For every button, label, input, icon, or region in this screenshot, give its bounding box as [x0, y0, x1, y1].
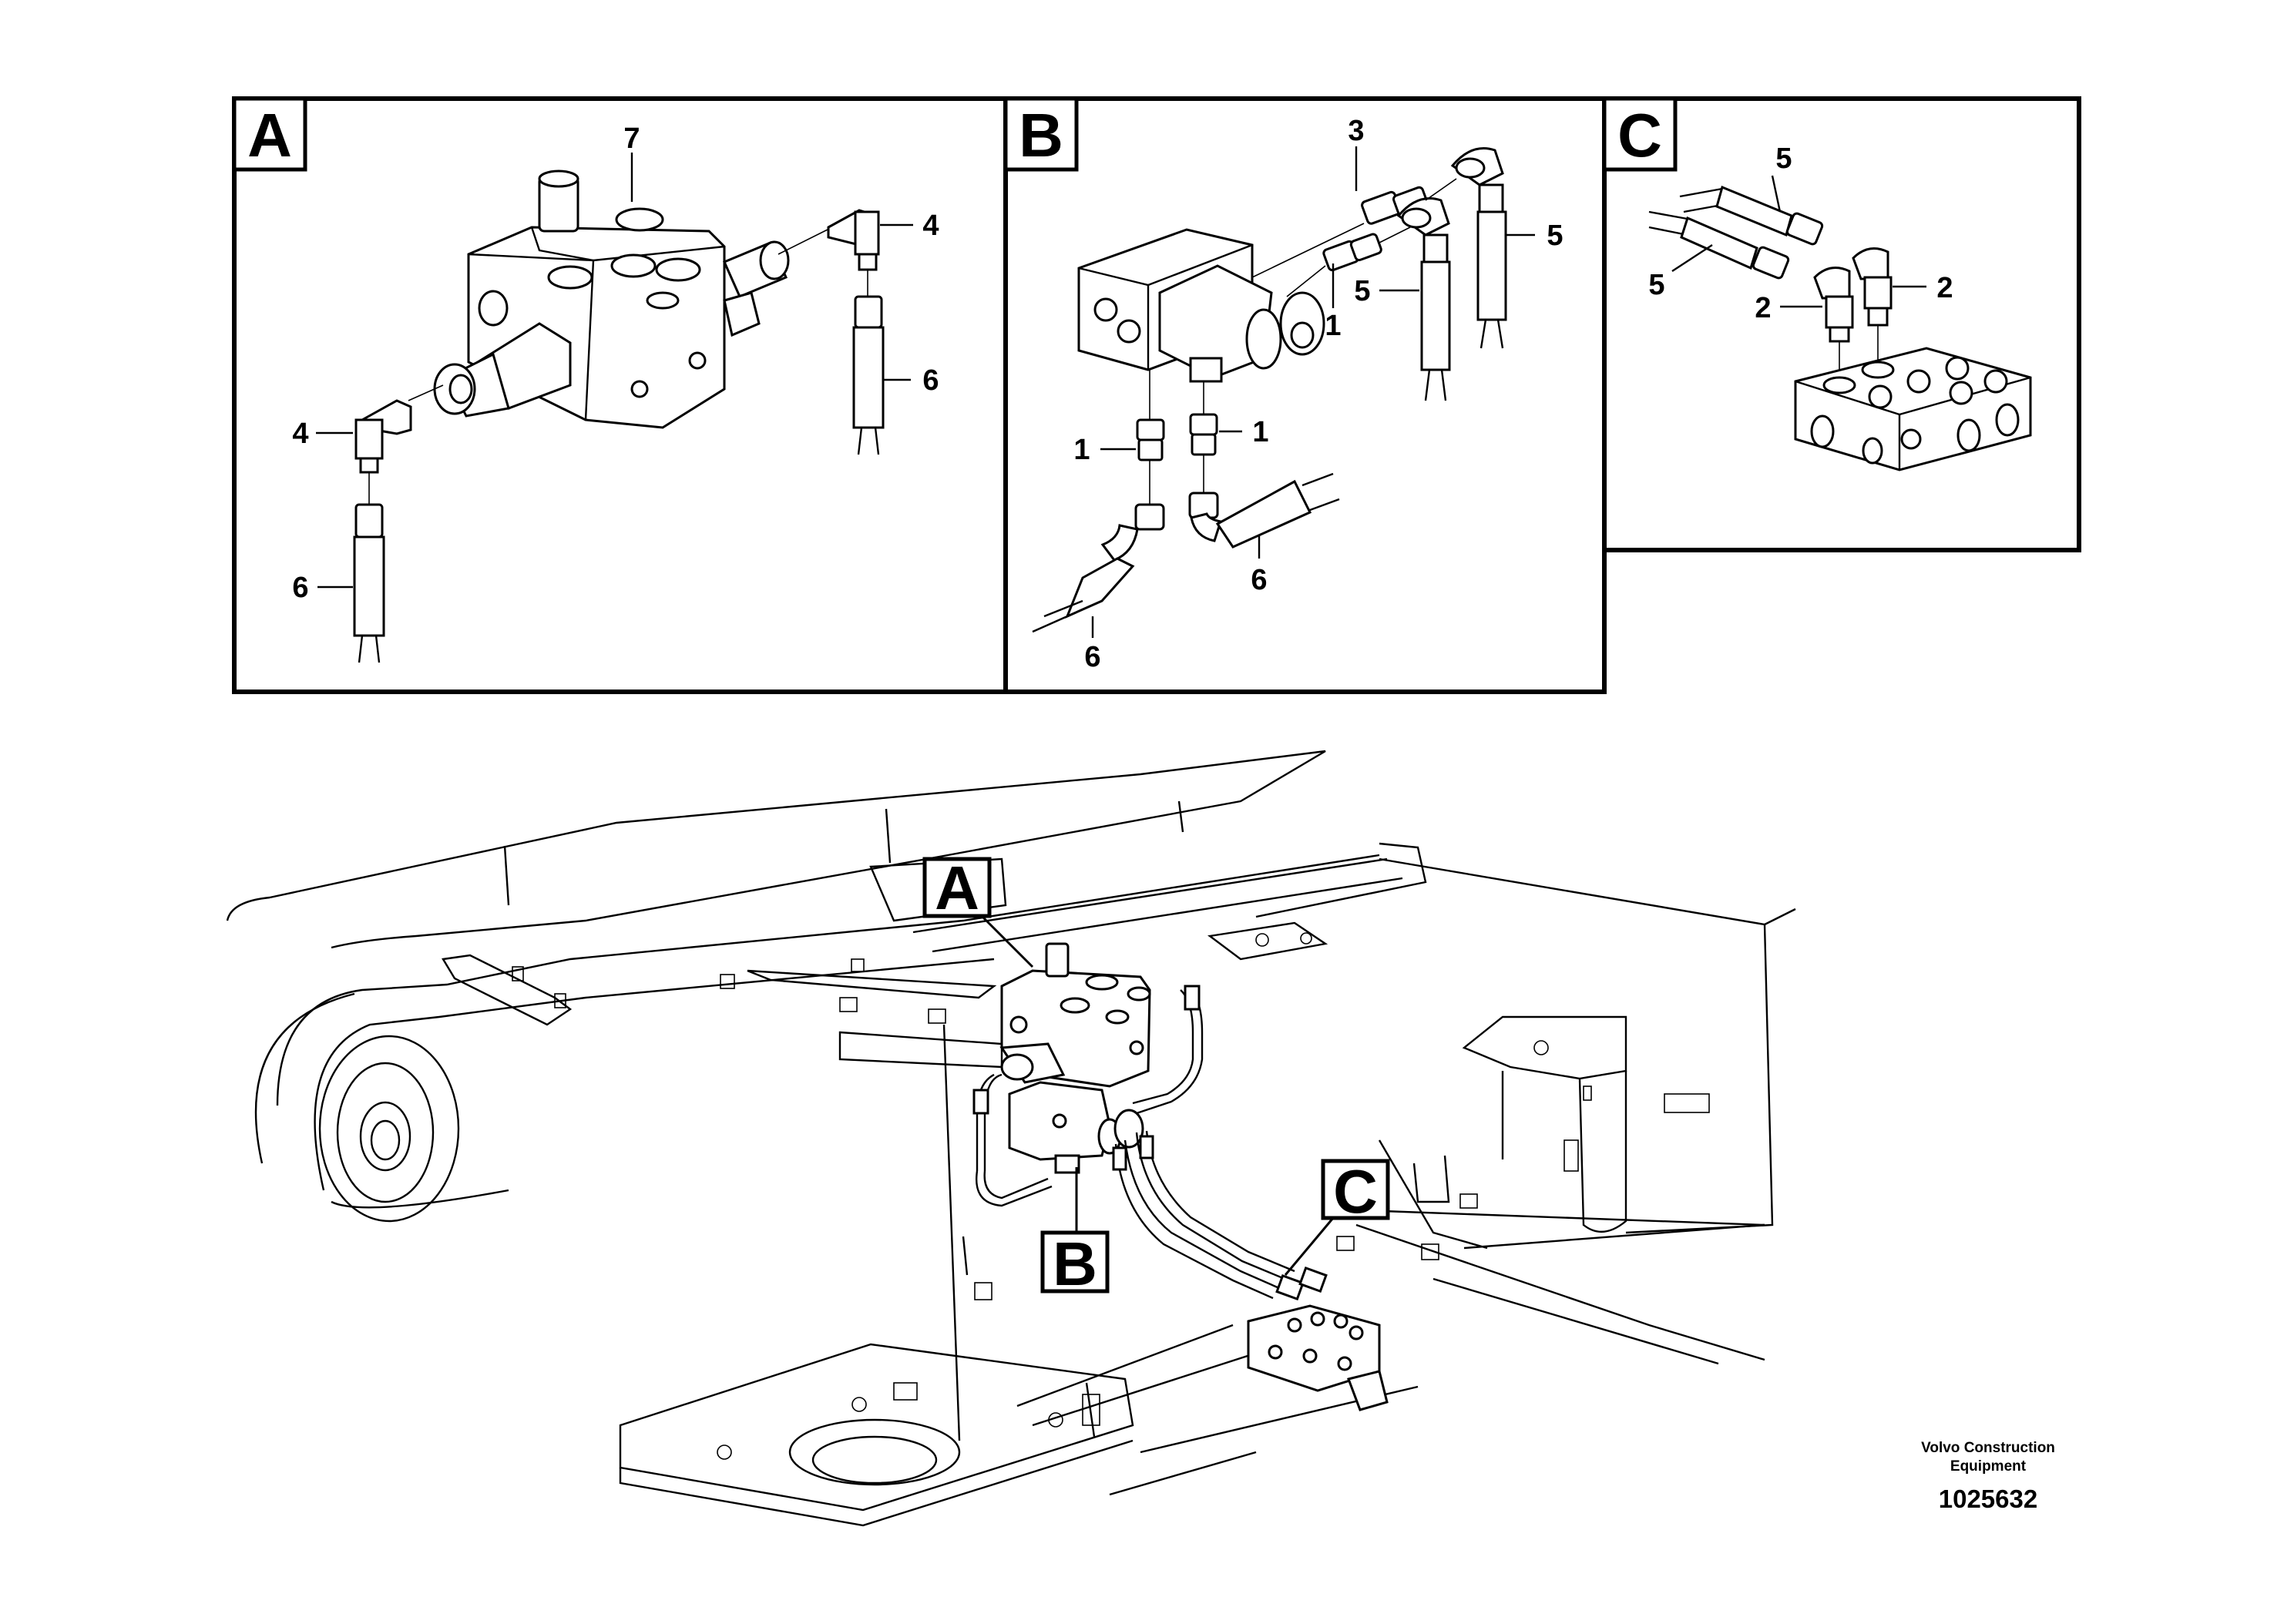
- company-name-line1: Volvo Construction: [1921, 1440, 2055, 1456]
- svg-text:C: C: [1333, 1157, 1378, 1226]
- panel-b-label: B: [1003, 96, 1079, 172]
- elbow-fitting-2-left: [1813, 267, 1854, 343]
- valve-block-7: [433, 169, 790, 429]
- callout-6-left: 6: [292, 572, 308, 604]
- callout-4-left: 4: [292, 418, 308, 450]
- svg-text:C: C: [1617, 101, 1662, 169]
- installed-valve-block: [999, 942, 1151, 1088]
- fitting-1-lower-right: [1189, 413, 1218, 456]
- callout-1-left: 1: [1073, 434, 1090, 466]
- fitting-1-upper: [1322, 233, 1382, 272]
- callout-2-right: 2: [1936, 272, 1953, 304]
- svg-text:A: A: [247, 101, 292, 169]
- hose-6-lower-left: [1032, 503, 1165, 633]
- panel-c-frame: [1602, 96, 2081, 552]
- hose-6-lower-right: [1188, 472, 1340, 549]
- manifold-block: [1794, 347, 2032, 471]
- hose-5-middle: [1396, 197, 1451, 401]
- panel-c-drawing: 5 5 2 2: [1648, 143, 2032, 471]
- overview-drawing: A B C: [226, 750, 1796, 1527]
- svg-text:A: A: [935, 854, 979, 922]
- callout-4-right: 4: [922, 210, 939, 242]
- callout-2-left: 2: [1755, 292, 1771, 324]
- callout-3: 3: [1348, 115, 1364, 147]
- callout-5-lower: 5: [1648, 269, 1664, 301]
- hose-6-right: [852, 295, 885, 455]
- svg-text:B: B: [1019, 101, 1063, 169]
- callout-6-right: 6: [922, 364, 939, 397]
- solenoid-valve-block: [1077, 228, 1325, 383]
- callout-1-right: 1: [1252, 416, 1268, 448]
- panel-a-label: A: [232, 96, 307, 172]
- callout-7: 7: [623, 122, 640, 155]
- hose-5-lower: [1648, 210, 1790, 280]
- callout-5-upper: 5: [1775, 143, 1792, 175]
- footer: Volvo Construction Equipment 1025632: [1921, 1440, 2055, 1513]
- elbow-fitting-4-right: [827, 209, 880, 271]
- callout-5-right: 5: [1547, 220, 1563, 252]
- installed-manifold: [1247, 1266, 1389, 1411]
- svg-text:B: B: [1053, 1230, 1097, 1298]
- hose-5-right: [1450, 147, 1507, 349]
- hose-5-upper: [1679, 185, 1824, 246]
- figure-number: 1025632: [1939, 1485, 2037, 1513]
- panel-a-drawing: 7 4 4 6 6: [292, 122, 939, 663]
- callout-6-left: 6: [1084, 641, 1100, 673]
- fitting-1-lower-left: [1136, 418, 1165, 461]
- pointer-c: C: [1284, 1157, 1390, 1276]
- panel-c-label: C: [1602, 96, 1678, 172]
- installed-solenoid-valve: [1008, 1081, 1144, 1174]
- elbow-fitting-2-right: [1852, 247, 1893, 327]
- callout-6-right: 6: [1251, 564, 1267, 596]
- panel-b-drawing: 3 5 5 1 1 1 6 6: [1032, 115, 1563, 673]
- callout-5-left: 5: [1354, 275, 1370, 307]
- hose-6-left: [353, 503, 385, 663]
- company-name-line2: Equipment: [1950, 1458, 2027, 1475]
- callout-1-upper: 1: [1325, 310, 1341, 342]
- pointer-a: A: [922, 854, 1034, 968]
- elbow-fitting-4-left: [354, 399, 412, 474]
- pointer-b: B: [1040, 1167, 1110, 1298]
